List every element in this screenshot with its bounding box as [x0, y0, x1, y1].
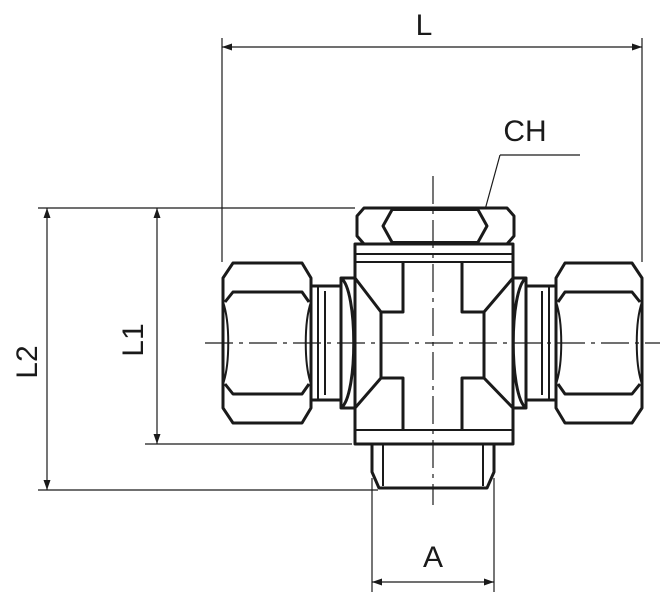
dimension-CH-label: CH	[503, 115, 546, 148]
dimension-L2-label: L2	[11, 345, 44, 378]
dimension-A: A	[371, 478, 495, 592]
dimension-L: L	[221, 9, 643, 262]
dimension-L-label: L	[416, 9, 433, 42]
tee-body	[339, 242, 528, 446]
dimension-L1-label: L1	[117, 323, 150, 356]
top-hex-nut	[355, 206, 516, 246]
dimension-CH: CH	[479, 115, 580, 229]
dimension-L2: L2	[11, 207, 378, 491]
dimension-A-label: A	[423, 541, 443, 574]
dimension-L1: L1	[117, 208, 352, 445]
